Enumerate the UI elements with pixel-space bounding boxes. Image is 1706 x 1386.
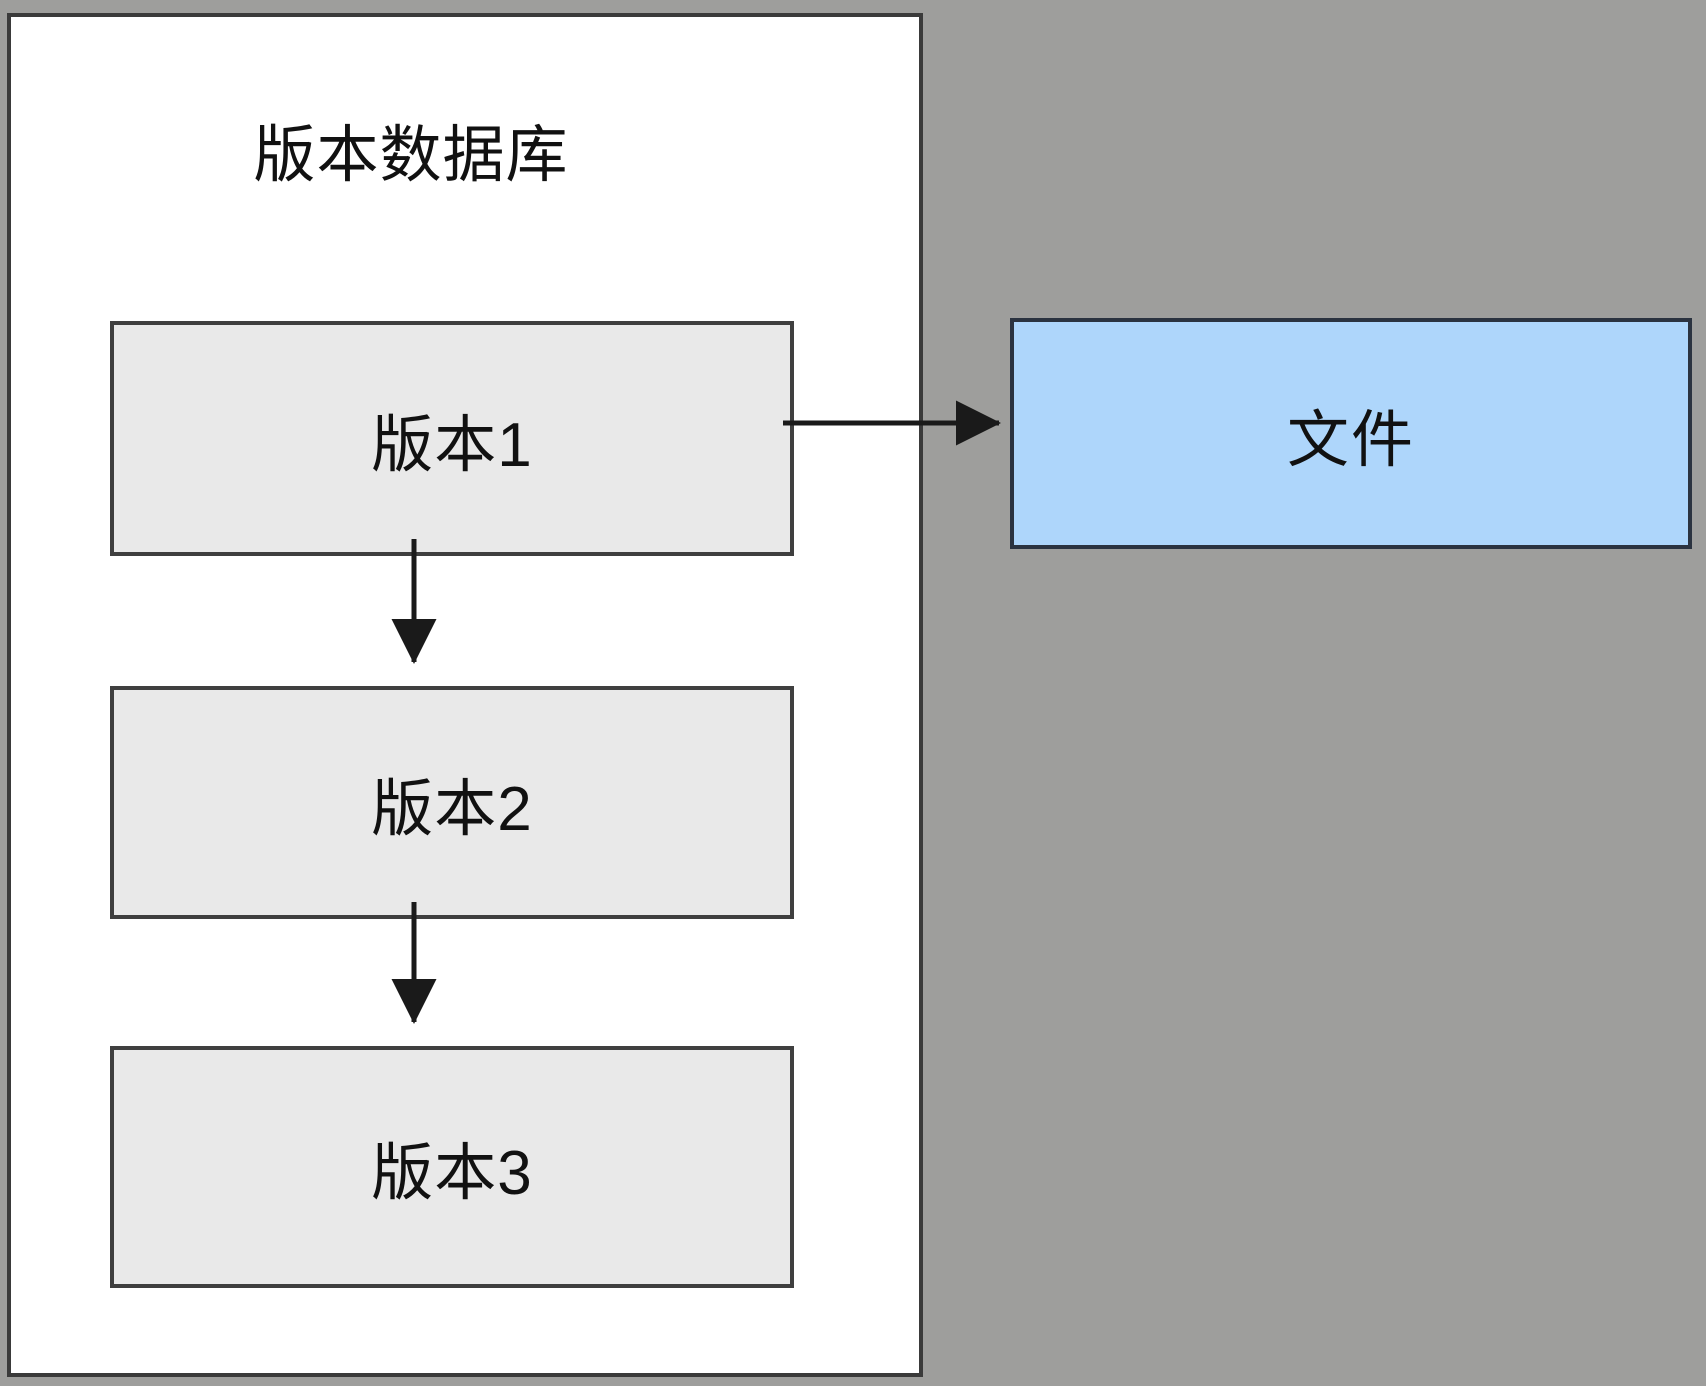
file-node[interactable]: 文件 [1010, 318, 1692, 549]
version-database-container: 版本数据库 版本1 版本2 版本3 [7, 13, 923, 1377]
version-node-1[interactable]: 版本1 [110, 321, 794, 556]
version-node-2[interactable]: 版本2 [110, 686, 794, 919]
version-node-3[interactable]: 版本3 [110, 1046, 794, 1288]
version-node-2-label: 版本2 [371, 774, 533, 844]
file-node-label: 文件 [1286, 405, 1415, 475]
version-database-title: 版本数据库 [253, 121, 569, 190]
version-node-3-label: 版本3 [371, 1139, 533, 1208]
version-node-1-label: 版本1 [371, 410, 533, 480]
